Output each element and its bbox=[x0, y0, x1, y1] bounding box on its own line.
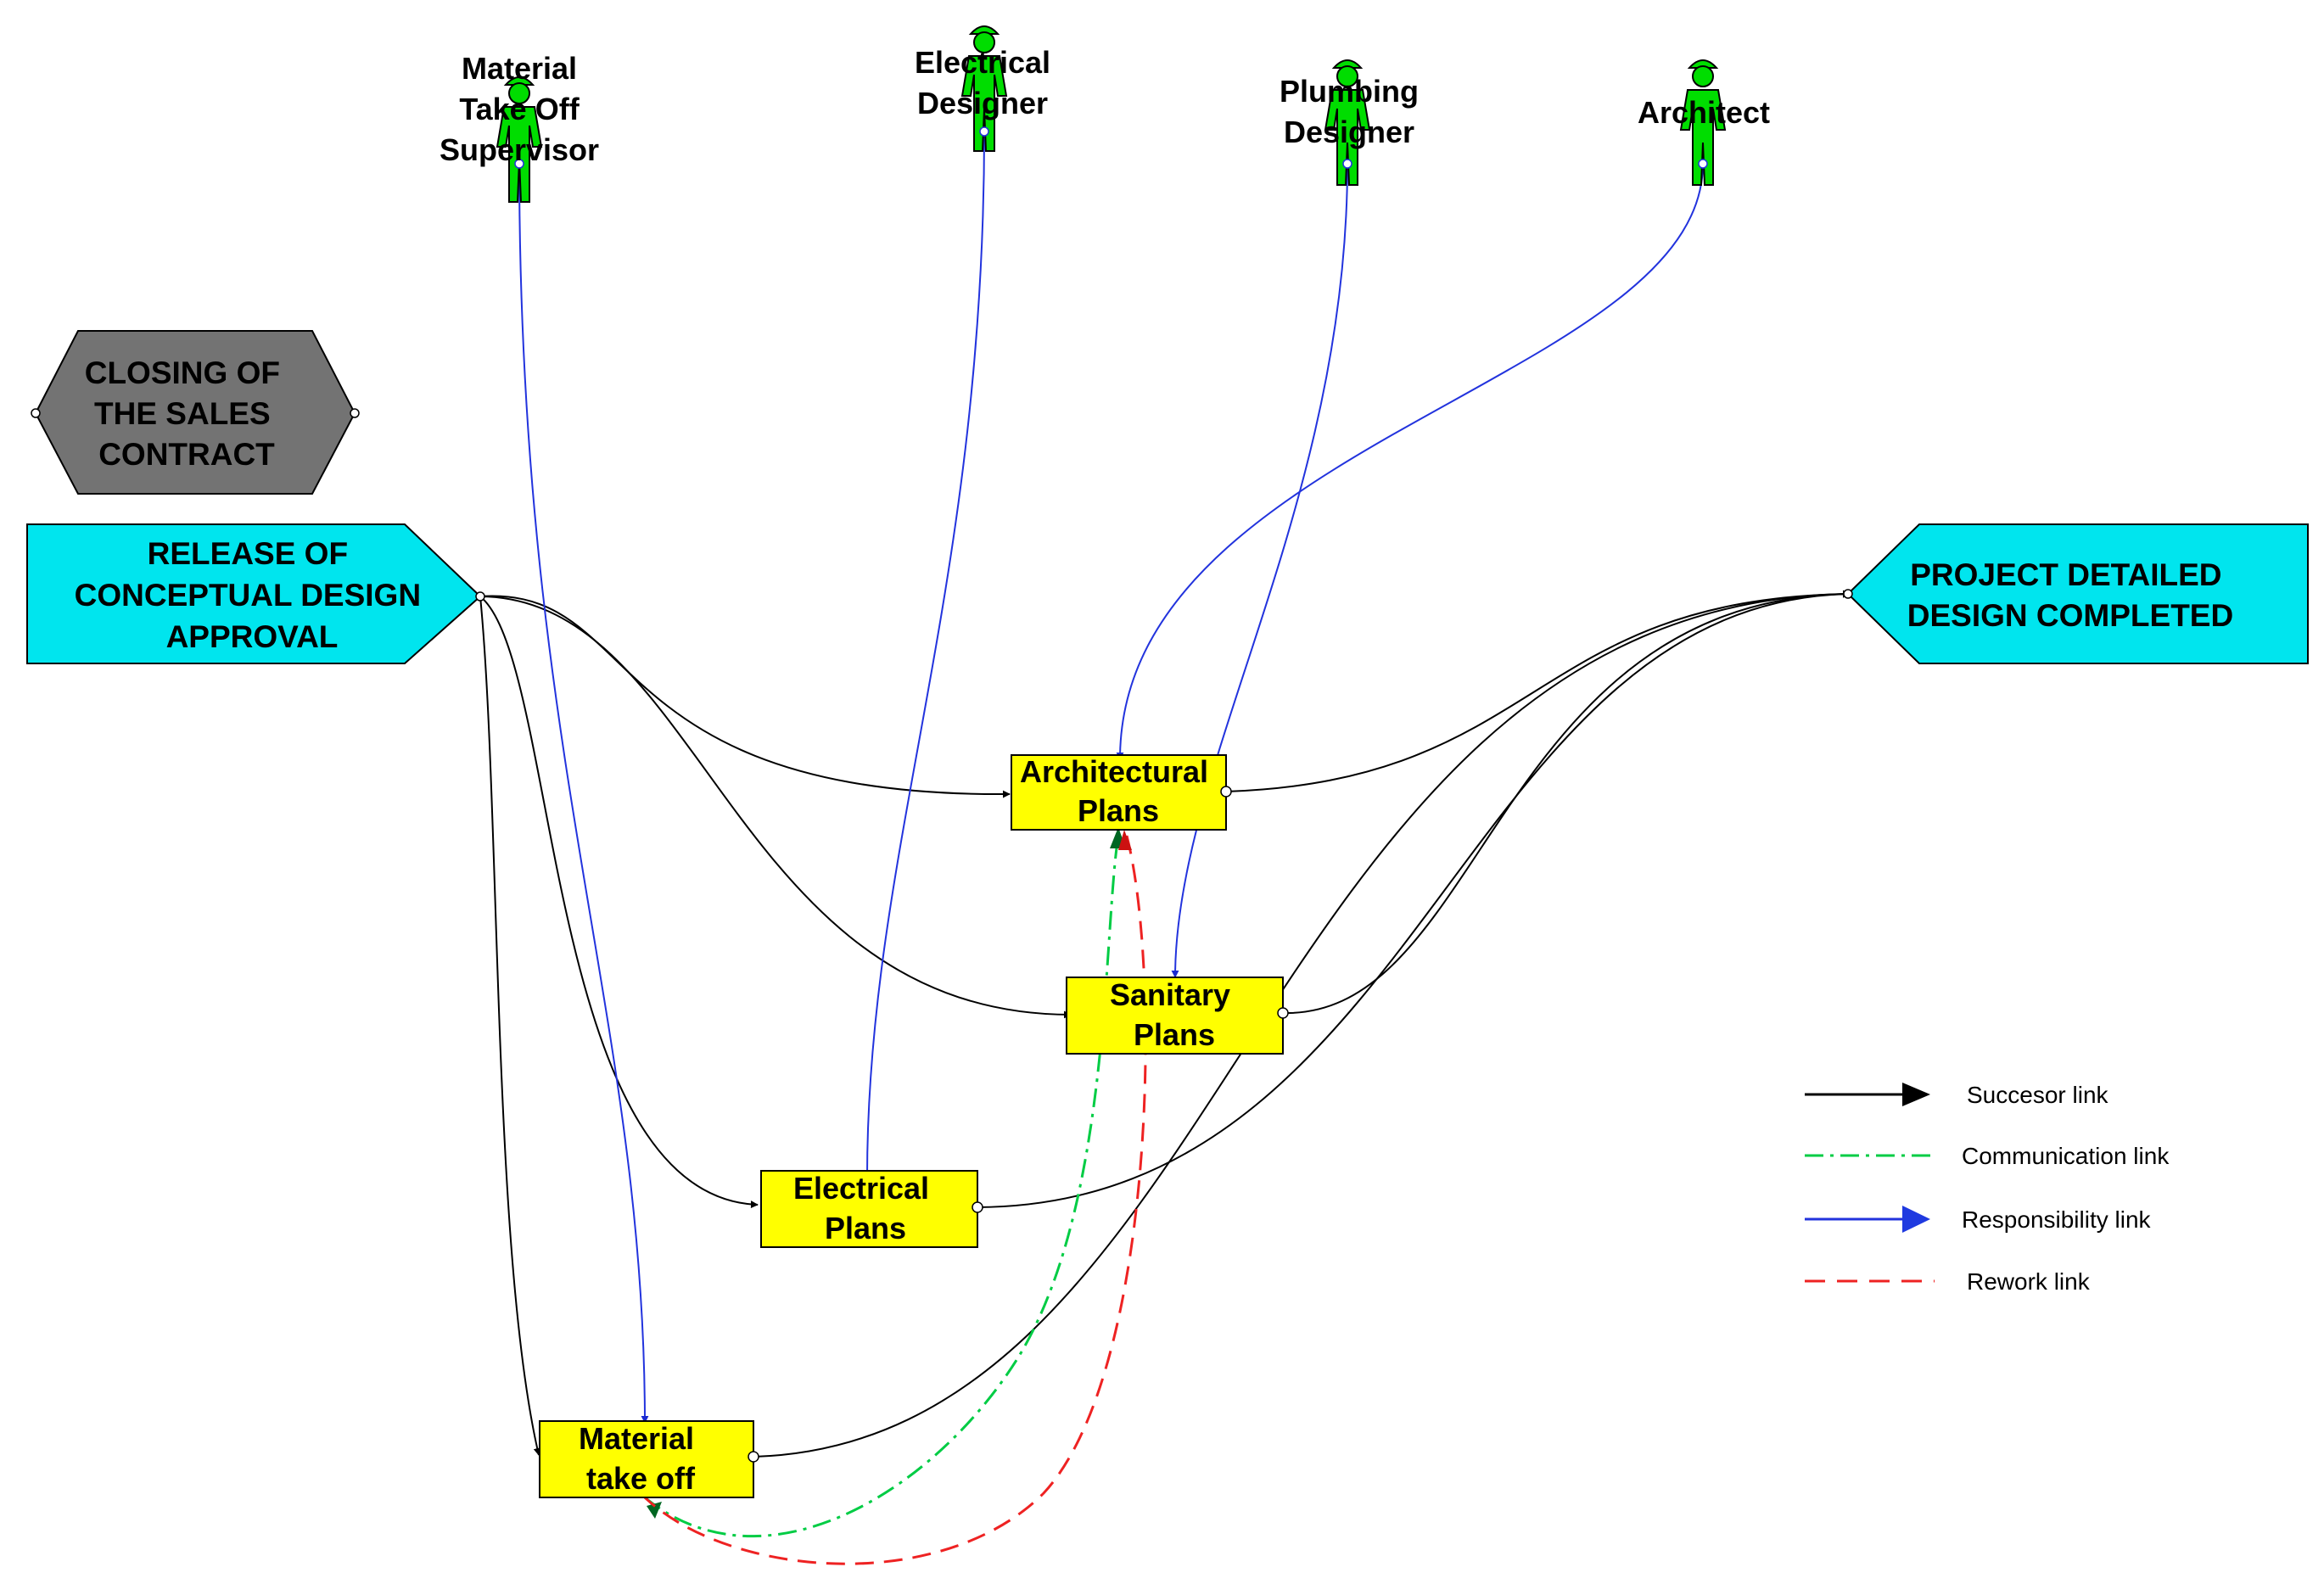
event-label-line: CONCEPTUAL DESIGN bbox=[75, 578, 421, 613]
actor-label-line: Supervisor bbox=[440, 132, 599, 167]
event-shape bbox=[26, 523, 482, 664]
successor-link bbox=[479, 596, 759, 1209]
activity-box bbox=[760, 1170, 978, 1248]
connector-dot bbox=[475, 591, 485, 602]
connector-dot bbox=[748, 1451, 759, 1463]
successor-link bbox=[977, 590, 1851, 1208]
activity-architectural-plans[interactable]: Architectural Plans bbox=[1011, 754, 1232, 831]
connector-dot bbox=[514, 159, 524, 169]
activity-label-line: Material bbox=[579, 1421, 694, 1456]
activity-label-line: Electrical bbox=[793, 1171, 929, 1206]
person-icon bbox=[1324, 59, 1371, 186]
milestone-label-line: THE SALES bbox=[94, 396, 271, 431]
connector-dot bbox=[1843, 589, 1853, 599]
actor-label-line: Designer bbox=[1284, 115, 1414, 149]
successor-link bbox=[479, 596, 1072, 1019]
activity-label-line: Plans bbox=[1078, 793, 1159, 828]
connector-dot bbox=[1220, 786, 1232, 798]
event-release-conceptual-design[interactable]: RELEASE OF CONCEPTUAL DESIGN APPROVAL bbox=[26, 523, 485, 664]
legend-item-successor: Succesor link bbox=[1805, 1082, 2109, 1108]
links-layer bbox=[479, 131, 1851, 1565]
activity-sanitary-plans[interactable]: Sanitary Plans bbox=[1066, 977, 1289, 1055]
activity-label: Architectural Plans bbox=[1020, 754, 1217, 828]
successor-link bbox=[479, 595, 1011, 798]
actor-label-line: Designer bbox=[917, 86, 1048, 120]
milestone-closing-sales-contract[interactable]: CLOSING OF THE SALES CONTRACT bbox=[31, 330, 360, 495]
connector-dot bbox=[350, 408, 360, 418]
connector-dot bbox=[1342, 159, 1352, 169]
actor-label-line: Take Off bbox=[459, 92, 580, 126]
event-label: RELEASE OF CONCEPTUAL DESIGN APPROVAL bbox=[75, 536, 430, 654]
event-shape bbox=[1846, 523, 2309, 664]
activity-label-line: Sanitary bbox=[1110, 977, 1230, 1012]
connector-dot bbox=[1277, 1007, 1289, 1019]
event-label-line: DESIGN COMPLETED bbox=[1907, 598, 2233, 633]
actor-label: Architect bbox=[1638, 95, 1770, 130]
successor-link bbox=[1225, 590, 1851, 792]
legend-item-communication: Communication link bbox=[1805, 1143, 2170, 1169]
legend-label: Rework link bbox=[1967, 1268, 2091, 1295]
activity-box bbox=[1066, 977, 1284, 1055]
activity-label-line: Plans bbox=[1134, 1017, 1215, 1052]
actor-label-line: Architect bbox=[1638, 95, 1770, 130]
activity-label: Material take off bbox=[579, 1421, 703, 1496]
legend-item-rework: Rework link bbox=[1805, 1268, 2091, 1295]
actor-architect[interactable]: Architect bbox=[1638, 59, 1770, 186]
legend-label: Responsibility link bbox=[1962, 1206, 2152, 1233]
person-icon bbox=[496, 76, 543, 203]
successor-link bbox=[753, 590, 1851, 1458]
responsibility-link bbox=[518, 163, 649, 1424]
successor-link bbox=[479, 596, 541, 1456]
legend-responsibility-arrowhead bbox=[1902, 1206, 1930, 1233]
activity-label: Sanitary Plans bbox=[1110, 977, 1239, 1052]
event-project-design-completed[interactable]: PROJECT DETAILED DESIGN COMPLETED bbox=[1843, 523, 2309, 664]
milestone-label-line: CLOSING OF bbox=[85, 355, 280, 390]
legend: Succesor link Communication link Respons… bbox=[1805, 1082, 2170, 1295]
actor-label-line: Material bbox=[462, 51, 577, 86]
activity-electrical-plans[interactable]: Electrical Plans bbox=[760, 1170, 983, 1248]
legend-label: Succesor link bbox=[1967, 1082, 2109, 1108]
connector-dot bbox=[31, 408, 41, 418]
activity-material-take-off[interactable]: Material take off bbox=[539, 1420, 759, 1498]
responsibility-link bbox=[1116, 163, 1704, 760]
legend-successor-arrowhead bbox=[1902, 1083, 1930, 1106]
responsibility-link bbox=[1171, 163, 1348, 978]
activity-label: Electrical Plans bbox=[793, 1171, 938, 1245]
event-label-line: RELEASE OF bbox=[148, 536, 348, 571]
activity-label-line: Plans bbox=[825, 1211, 906, 1245]
successor-link bbox=[1282, 590, 1851, 1015]
activity-label-line: take off bbox=[586, 1461, 696, 1496]
responsibility-link bbox=[863, 131, 985, 1178]
activity-box bbox=[1011, 754, 1227, 831]
actor-label-line: Electrical bbox=[915, 45, 1050, 80]
legend-item-responsibility: Responsibility link bbox=[1805, 1206, 2152, 1233]
connector-dot bbox=[979, 126, 989, 137]
milestone-label: CLOSING OF THE SALES CONTRACT bbox=[85, 355, 289, 472]
event-label-line: PROJECT DETAILED bbox=[1910, 557, 2221, 592]
connector-dot bbox=[1698, 159, 1708, 169]
communication-arrowhead bbox=[647, 1502, 662, 1519]
connector-dot bbox=[972, 1201, 983, 1213]
activity-label-line: Architectural bbox=[1020, 754, 1208, 789]
milestone-label-line: CONTRACT bbox=[98, 437, 275, 472]
rework-arrowhead bbox=[1118, 830, 1132, 850]
event-label: PROJECT DETAILED DESIGN COMPLETED bbox=[1907, 557, 2233, 633]
legend-label: Communication link bbox=[1962, 1143, 2170, 1169]
event-label-line: APPROVAL bbox=[166, 619, 339, 654]
actor-label-line: Plumbing bbox=[1280, 74, 1419, 109]
